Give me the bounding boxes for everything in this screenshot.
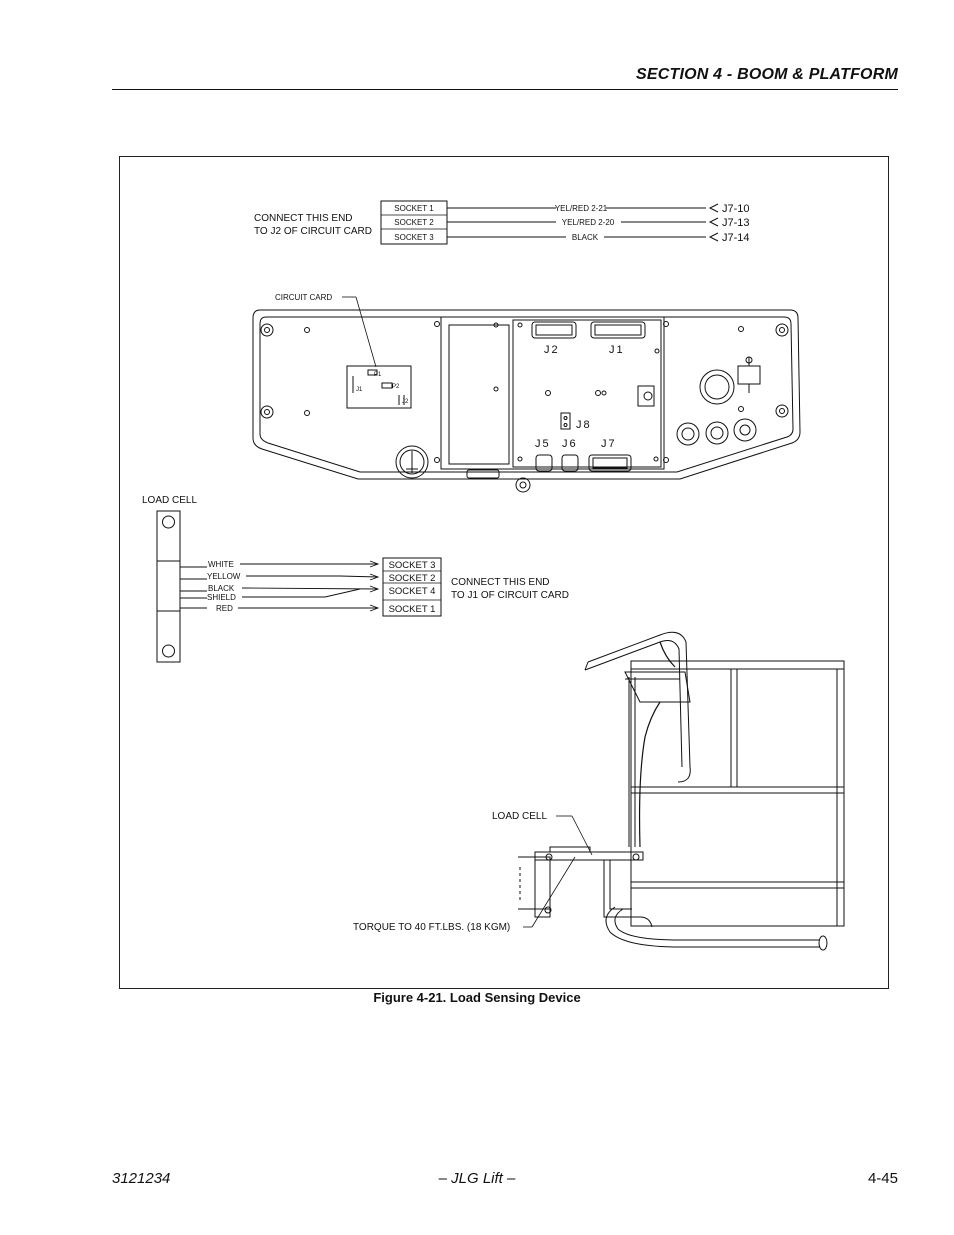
j2-socket-3: SOCKET 3 <box>394 233 434 242</box>
j1-socket-4: SOCKET 4 <box>389 586 436 597</box>
pin-j7-10: J7-10 <box>722 203 750 215</box>
j1-socket-2: SOCKET 2 <box>389 573 436 584</box>
connector-j5-label: J5 <box>535 438 551 450</box>
section-title: SECTION 4 - BOOM & PLATFORM <box>636 66 898 83</box>
torque-label: TORQUE TO 40 FT.LBS. (18 KGM) <box>353 922 510 933</box>
pin-j7-14: J7-14 <box>722 232 750 244</box>
pin-j7-13: J7-13 <box>722 217 750 229</box>
panel-labels: CIRCUIT CARD P1 P2 J1 J2 J2 J1 J8 J5 J6 … <box>275 293 625 450</box>
j2-wire-2: YEL/RED 2-20 <box>562 218 615 227</box>
control-panel <box>252 309 801 493</box>
j1-small-label: J1 <box>356 387 363 393</box>
load-cell-body <box>156 510 181 663</box>
j1-socket-block <box>382 557 442 617</box>
connector-j2-label: J2 <box>544 344 560 356</box>
connector-j6-label: J6 <box>562 438 578 450</box>
doc-number: 3121234 <box>112 1170 171 1187</box>
j2-note-line1: CONNECT THIS END <box>254 213 353 224</box>
j1-note-line1: CONNECT THIS END <box>451 577 550 588</box>
circuit-card-label: CIRCUIT CARD <box>275 293 332 302</box>
j2-small-label: J2 <box>402 399 409 405</box>
header-rule <box>112 89 898 90</box>
lc-wire-black: BLACK <box>208 584 235 593</box>
load-sensing-diagram: CONNECT THIS END TO J2 OF CIRCUIT CARD S… <box>142 200 845 951</box>
connector-j1-label: J1 <box>609 344 625 356</box>
lc-wire-white: WHITE <box>208 560 234 569</box>
figure-caption: Figure 4-21. Load Sensing Device <box>373 990 581 1005</box>
connector-j7-label: J7 <box>601 438 617 450</box>
p1-label: P1 <box>374 372 382 378</box>
j2-socket-2: SOCKET 2 <box>394 218 434 227</box>
j2-connector-group: CONNECT THIS END TO J2 OF CIRCUIT CARD S… <box>254 200 750 245</box>
j2-socket-1: SOCKET 1 <box>394 204 434 213</box>
j2-note-line2: TO J2 OF CIRCUIT CARD <box>254 226 372 237</box>
j2-socket-block <box>380 200 448 245</box>
j1-note-line2: TO J1 OF CIRCUIT CARD <box>451 590 569 601</box>
connector-j8-label: J8 <box>576 419 592 431</box>
lc-wire-shield: SHIELD <box>207 593 236 602</box>
page-number: 4-45 <box>867 1170 898 1187</box>
j2-wire-3: BLACK <box>572 233 599 242</box>
footer-center: – JLG Lift – <box>438 1170 516 1187</box>
platform-load-cell-label: LOAD CELL <box>492 811 547 822</box>
load-cell-wiring: LOAD CELL WHITE YELLOW BLACK SHIELD RED <box>142 495 569 663</box>
j1-socket-1: SOCKET 1 <box>389 604 436 615</box>
p2-label: P2 <box>392 384 400 390</box>
lc-wire-red: RED <box>216 604 233 613</box>
platform-labels: LOAD CELL TORQUE TO 40 FT.LBS. (18 KGM) <box>353 811 593 933</box>
platform-illustration <box>518 631 845 951</box>
figure-frame: CONNECT THIS END TO J2 OF CIRCUIT CARD S… <box>119 156 889 989</box>
j2-wire-1: YEL/RED 2-21 <box>555 204 608 213</box>
j1-socket-3: SOCKET 3 <box>389 560 436 571</box>
lc-wire-yellow: YELLOW <box>207 572 241 581</box>
load-cell-title: LOAD CELL <box>142 495 197 506</box>
